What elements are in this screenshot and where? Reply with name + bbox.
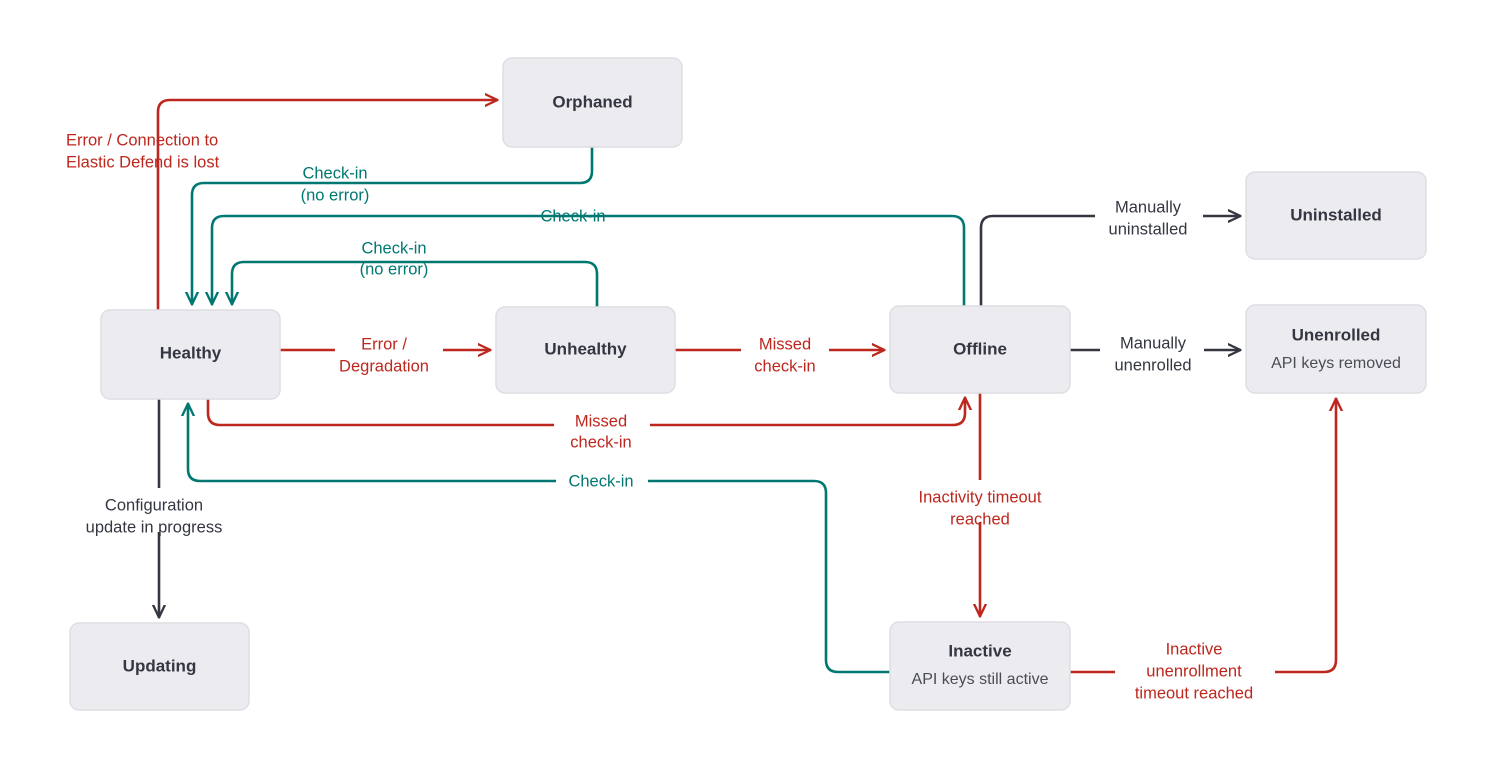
node-healthy[interactable]: Healthy xyxy=(100,309,281,400)
edge-inactive-to-healthy: Check-in xyxy=(188,404,892,674)
edge-orphaned-to-healthy: Check-in (no error) xyxy=(192,145,594,304)
edge-label-inactive-to-unenrolled-line2: unenrollment xyxy=(1146,662,1242,680)
node-offline[interactable]: Offline xyxy=(889,305,1071,394)
edge-label-offline-to-inactive-line2: reached xyxy=(950,510,1010,528)
label-backdrop xyxy=(1095,196,1203,238)
edge-label-healthy-to-offline-line2: check-in xyxy=(570,433,631,451)
label-backdrop xyxy=(898,480,1062,522)
label-backdrop xyxy=(68,488,246,532)
edge-label-healthy-to-unhealthy-line2: Degradation xyxy=(339,357,429,375)
edge-offline-to-healthy: Check-in xyxy=(212,207,966,307)
node-updating[interactable]: Updating xyxy=(69,622,250,711)
label-backdrop xyxy=(1100,330,1204,372)
node-offline-box[interactable] xyxy=(889,305,1071,394)
edge-unhealthy-to-healthy: Check-in (no error) xyxy=(232,239,599,309)
node-unenrolled-subtitle: API keys removed xyxy=(1271,355,1401,372)
edge-unhealthy-to-offline: Missed check-in xyxy=(673,332,884,375)
node-unhealthy-box[interactable] xyxy=(495,306,676,394)
node-updating-title: Updating xyxy=(123,656,197,675)
node-unenrolled-title: Unenrolled xyxy=(1292,325,1381,344)
node-offline-title: Offline xyxy=(953,339,1007,358)
edge-label-offline-to-inactive-line1: Inactivity timeout xyxy=(919,488,1042,506)
node-inactive-subtitle: API keys still active xyxy=(912,671,1049,688)
edge-offline-to-inactive: Inactivity timeout reached xyxy=(898,390,1062,616)
node-orphaned-box[interactable] xyxy=(502,57,683,148)
edge-label-healthy-to-orphaned-line1: Error / Connection to xyxy=(66,131,218,149)
edge-label-unhealthy-to-offline-line1: Missed xyxy=(759,335,811,353)
node-unenrolled-box[interactable] xyxy=(1245,304,1427,394)
label-backdrop xyxy=(741,332,829,372)
node-inactive-title: Inactive xyxy=(948,641,1011,660)
node-orphaned[interactable]: Orphaned xyxy=(502,57,683,148)
node-updating-box[interactable] xyxy=(69,622,250,711)
edge-healthy-to-updating: Configuration update in progress xyxy=(68,396,246,617)
edge-offline-to-unenrolled: Manually unenrolled xyxy=(1068,330,1240,374)
edge-label-healthy-to-orphaned-line2: Elastic Defend is lost xyxy=(66,153,220,171)
node-healthy-box[interactable] xyxy=(100,309,281,400)
edge-label-inactive-to-healthy: Check-in xyxy=(568,472,633,490)
edge-label-offline-to-unenrolled-line2: unenrolled xyxy=(1114,356,1191,374)
node-uninstalled-title: Uninstalled xyxy=(1290,205,1382,224)
edge-label-unhealthy-to-healthy-line2: (no error) xyxy=(360,260,429,278)
edge-label-healthy-to-offline-line1: Missed xyxy=(575,412,627,430)
label-backdrop xyxy=(335,332,443,372)
label-backdrop xyxy=(556,466,648,498)
node-uninstalled-box[interactable] xyxy=(1245,171,1427,260)
node-healthy-title: Healthy xyxy=(160,343,222,362)
node-inactive-box[interactable] xyxy=(889,621,1071,711)
edge-label-healthy-to-unhealthy-line1: Error / xyxy=(361,335,407,353)
node-unhealthy[interactable]: Unhealthy xyxy=(495,306,676,394)
edge-label-orphaned-to-healthy-line2: (no error) xyxy=(301,186,370,204)
edge-label-inactive-to-unenrolled-line3: timeout reached xyxy=(1135,684,1253,702)
edge-healthy-to-unhealthy: Error / Degradation xyxy=(278,332,490,375)
node-unhealthy-title: Unhealthy xyxy=(544,339,627,358)
label-backdrop xyxy=(554,408,650,448)
label-backdrop xyxy=(1115,634,1275,700)
edge-healthy-to-offline: Missed check-in xyxy=(206,398,965,451)
edge-offline-to-uninstalled: Manually uninstalled xyxy=(979,196,1240,307)
edge-label-offline-to-healthy: Check-in xyxy=(540,207,605,225)
edge-label-offline-to-unenrolled-line1: Manually xyxy=(1120,334,1187,352)
edge-label-unhealthy-to-offline-line2: check-in xyxy=(754,357,815,375)
edge-label-offline-to-uninstalled-line2: uninstalled xyxy=(1109,220,1188,238)
edge-label-healthy-to-updating-line2: update in progress xyxy=(86,518,223,536)
node-unenrolled[interactable]: Unenrolled API keys removed xyxy=(1245,304,1427,394)
edge-label-orphaned-to-healthy-line1: Check-in xyxy=(302,164,367,182)
node-orphaned-title: Orphaned xyxy=(552,92,632,111)
edge-label-offline-to-uninstalled-line1: Manually xyxy=(1115,198,1182,216)
node-uninstalled[interactable]: Uninstalled xyxy=(1245,171,1427,260)
node-inactive[interactable]: Inactive API keys still active xyxy=(889,621,1071,711)
edge-label-unhealthy-to-healthy-line1: Check-in xyxy=(361,239,426,257)
edge-label-inactive-to-unenrolled-line1: Inactive xyxy=(1166,640,1223,658)
edge-label-healthy-to-updating-line1: Configuration xyxy=(105,496,203,514)
edge-inactive-to-unenrolled: Inactive unenrollment timeout reached xyxy=(1068,399,1336,702)
edge-healthy-to-orphaned: Error / Connection to Elastic Defend is … xyxy=(66,100,497,312)
